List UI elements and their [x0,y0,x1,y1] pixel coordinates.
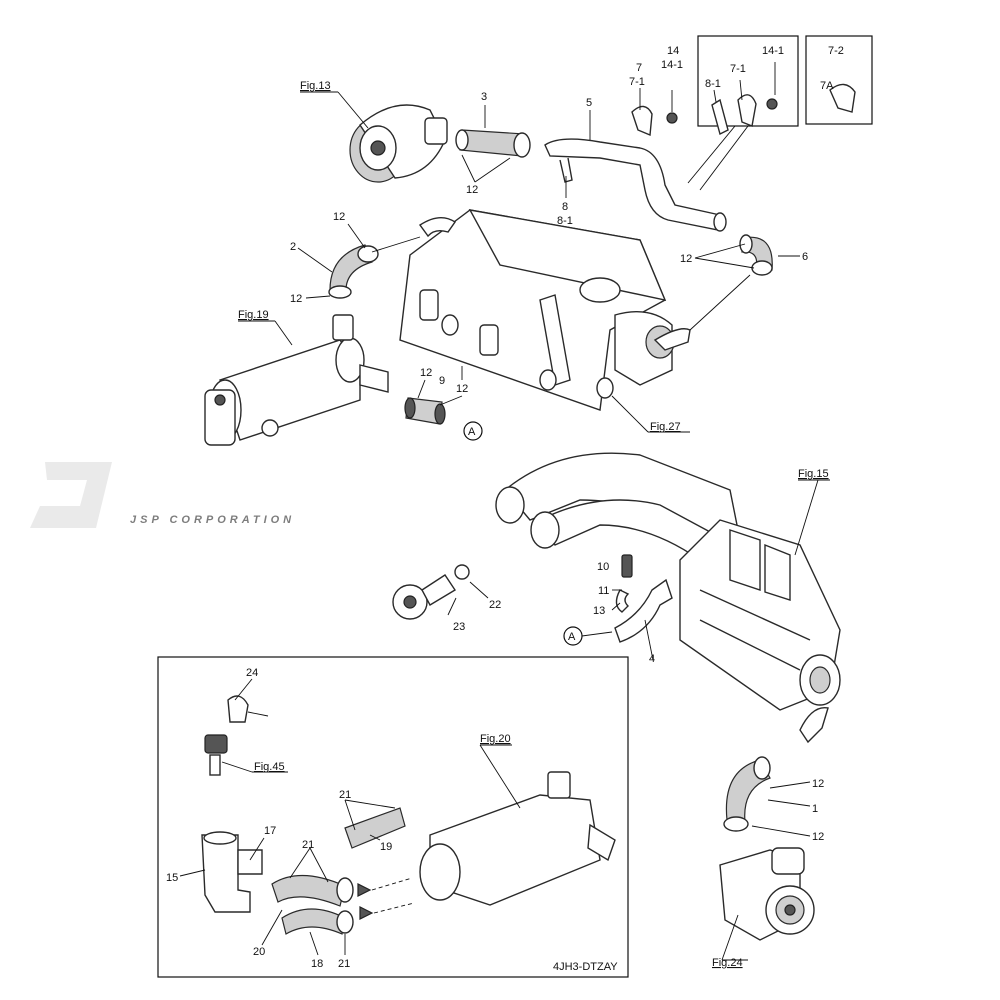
heat-exchanger-fig19 [204,314,389,446]
pipe-part-3 [455,129,531,158]
fig13-label[interactable]: Fig.13 [300,80,331,92]
part-number: 21 [302,839,314,851]
part-number: 12 [456,383,468,395]
part-number: 1 [812,803,818,815]
part-number: 18 [311,958,323,970]
fig24-label[interactable]: Fig.24 [712,957,743,969]
part-number: 11 [598,585,609,597]
part-number: 19 [380,841,392,853]
hoses-18-19-20 [271,807,406,935]
thermostat-housing-15 [201,831,263,913]
svg-text:A: A [568,631,576,643]
drain-cock-22-23 [392,564,470,620]
inset-box-7a [805,35,873,125]
svg-text:A: A [468,426,476,438]
part-number: 22 [489,599,501,611]
part-number: 5 [586,97,592,109]
part-number: 14-1 [661,59,683,71]
part-number: 12 [812,778,824,790]
part-number: 20 [253,946,265,958]
hose-part-9 [404,397,446,425]
model-code: 4JH3-DTZAY [553,961,618,973]
part-number: 14 [667,45,679,57]
part-number: 21 [338,958,350,970]
fig15-label[interactable]: Fig.15 [798,468,829,480]
inset-panel-lower [157,656,629,978]
part-number: 7-1 [730,63,746,75]
exhaust-elbow-fig13 [349,104,448,183]
part-number: 17 [264,825,276,837]
part-number: 21 [339,789,351,801]
sender-24 [204,695,269,776]
hose-part-6 [739,234,773,276]
part-number: 12 [466,184,478,196]
part-number: 7 [636,62,642,74]
part-number: 10 [597,561,609,573]
connector-a-upper: A [463,421,483,441]
elbow-upper [418,217,456,238]
clamp-and-bolt-7-14 [631,90,678,137]
part-number: 6 [802,251,808,263]
elbow-right [653,328,691,351]
clamp-7a [829,83,856,113]
part-number: 24 [246,667,258,679]
part-number: 9 [439,375,445,387]
part-number: 12 [680,253,692,265]
part-number: 13 [593,605,605,617]
part-number: 23 [453,621,465,633]
water-pump-fig24 [719,847,815,941]
part-number: 3 [481,91,487,103]
part-number: 8-1 [705,78,721,90]
watermark-text: JSP CORPORATION [130,514,295,526]
part-number: 12 [290,293,302,305]
oil-cooler-fig20 [419,771,616,906]
part-number: 8 [562,201,568,213]
part-number: 7-1 [629,76,645,88]
connector-a-lower: A [563,626,613,646]
fig27-label[interactable]: Fig.27 [650,421,681,433]
part-number: 14-1 [762,45,784,57]
part-number: 12 [812,831,824,843]
part-number: 12 [420,367,432,379]
exhaust-manifold-fig15 [495,452,841,711]
pipe-part-4 [614,578,673,643]
pipe-part-5 [544,138,727,232]
part-number: 4 [649,653,655,665]
leader-lines [179,62,830,961]
sensor-10-11-13 [615,554,633,613]
fig19-label[interactable]: Fig.19 [238,309,269,321]
part-number: 15 [166,872,178,884]
flow-arrows [357,877,415,920]
part-number: 7A [820,80,834,92]
part-number: 7-2 [828,45,844,57]
watermark: JSP CORPORATION [30,462,295,528]
fig20-label[interactable]: Fig.20 [480,733,511,745]
part-number: 8-1 [557,215,573,227]
hose-part-1 [723,706,829,832]
hose-part-2 [328,244,379,299]
fig45-label[interactable]: Fig.45 [254,761,285,773]
inset-clamps [711,94,778,136]
jsp-logo-mark-icon [30,462,112,528]
part-number: 12 [333,211,345,223]
part-number: 2 [290,241,296,253]
